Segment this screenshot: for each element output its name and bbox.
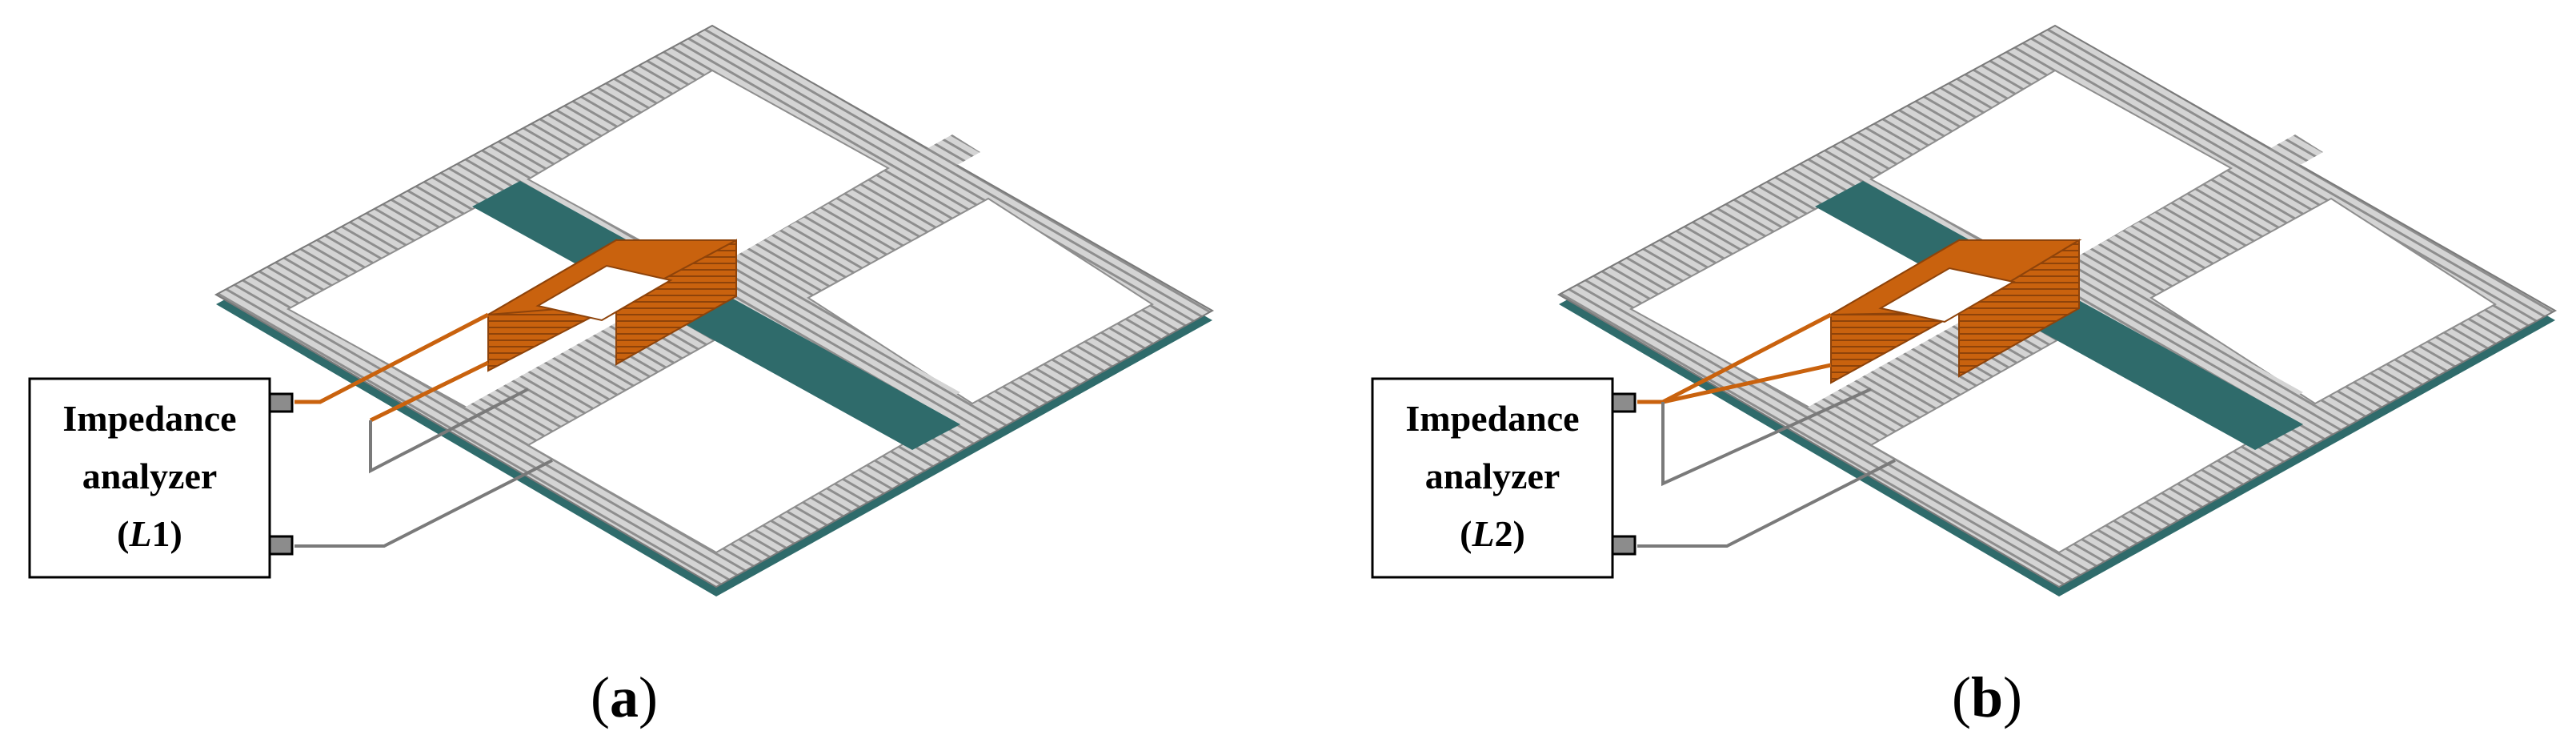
orange-lead	[294, 312, 490, 404]
impedance-analyzer-box	[28, 377, 271, 579]
analyzer-label-line2: analyzer	[82, 456, 218, 496]
analyzer-label-line1: Impedance	[62, 398, 236, 439]
panel-a: Impedance analyzer (L1) (a)	[28, 24, 1215, 729]
analyzer-label-line1: Impedance	[1405, 398, 1579, 439]
orange-lead	[369, 360, 490, 423]
panel-caption: (a)	[591, 665, 658, 729]
pad-window-right	[2149, 197, 2497, 405]
coil-opening	[535, 264, 673, 322]
analyzer-label-line2: analyzer	[1425, 456, 1560, 496]
pad-window-right	[807, 197, 1154, 405]
connector-top	[1611, 392, 1637, 413]
gray-lead	[294, 459, 553, 548]
panel-caption: (b)	[1952, 665, 2022, 729]
connector-bottom	[1611, 535, 1637, 556]
gray-lead	[369, 388, 529, 474]
ferrite-bar	[472, 181, 960, 450]
panel-b: Impedance analyzer (L2) (b)	[1371, 24, 2558, 729]
coil-opening	[1878, 267, 2016, 323]
pad-cross-winding	[2039, 261, 2303, 408]
gray-lead	[1637, 459, 1896, 548]
connector-bottom	[268, 535, 294, 556]
connector-top	[268, 392, 294, 413]
analyzer-inductance-label: (L2)	[1460, 513, 1525, 554]
gray-lead	[1661, 388, 1872, 487]
orange-lead	[1662, 363, 1832, 404]
analyzer-inductance-label: (L1)	[117, 513, 182, 554]
impedance-analyzer-box	[1371, 377, 1614, 579]
pad-cross-winding	[696, 261, 960, 408]
